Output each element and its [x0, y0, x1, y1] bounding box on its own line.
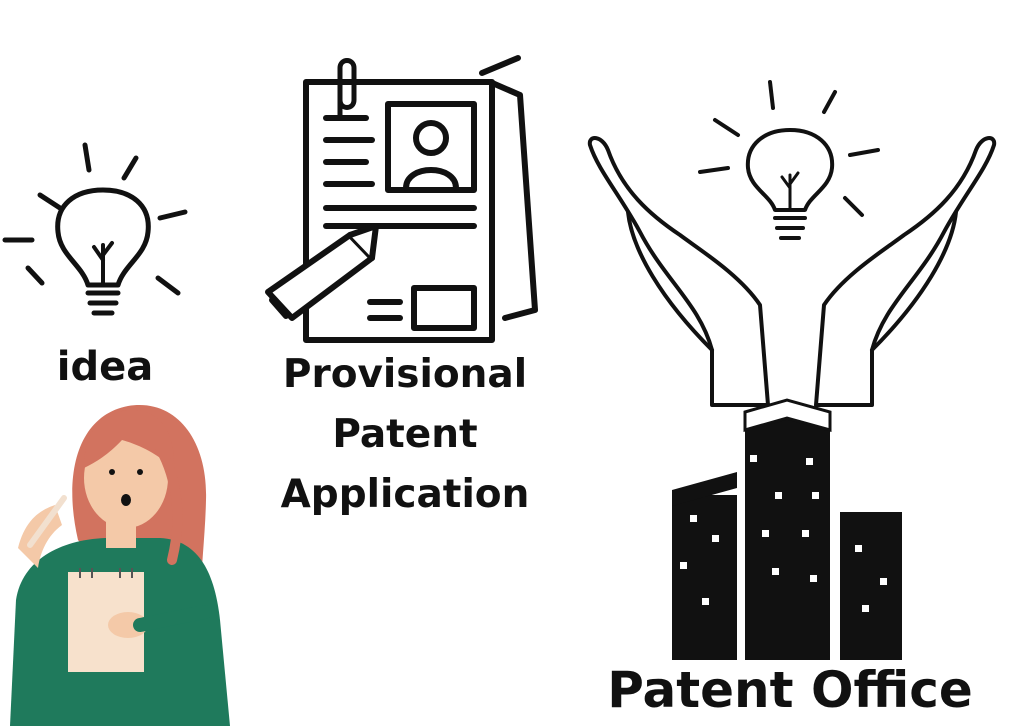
lightbulb-icon	[698, 80, 880, 240]
patent-document-icon	[303, 55, 538, 343]
idea-label: idea	[56, 344, 154, 390]
application-label-line-1: Provisional	[282, 352, 528, 397]
woman-thinking-illustration	[10, 405, 230, 726]
provisional-patent-application-label: Provisional Patent Application	[260, 345, 550, 525]
patent-office-label: Patent Office	[607, 661, 973, 719]
hands-holding-lightbulb-icon	[587, 136, 997, 407]
pencil-icon	[265, 223, 379, 321]
office-buildings-icon	[672, 398, 902, 660]
application-label-line-2: Patent	[332, 412, 478, 457]
application-label-line-3: Application	[280, 472, 530, 517]
lightbulb-icon	[2, 142, 188, 316]
